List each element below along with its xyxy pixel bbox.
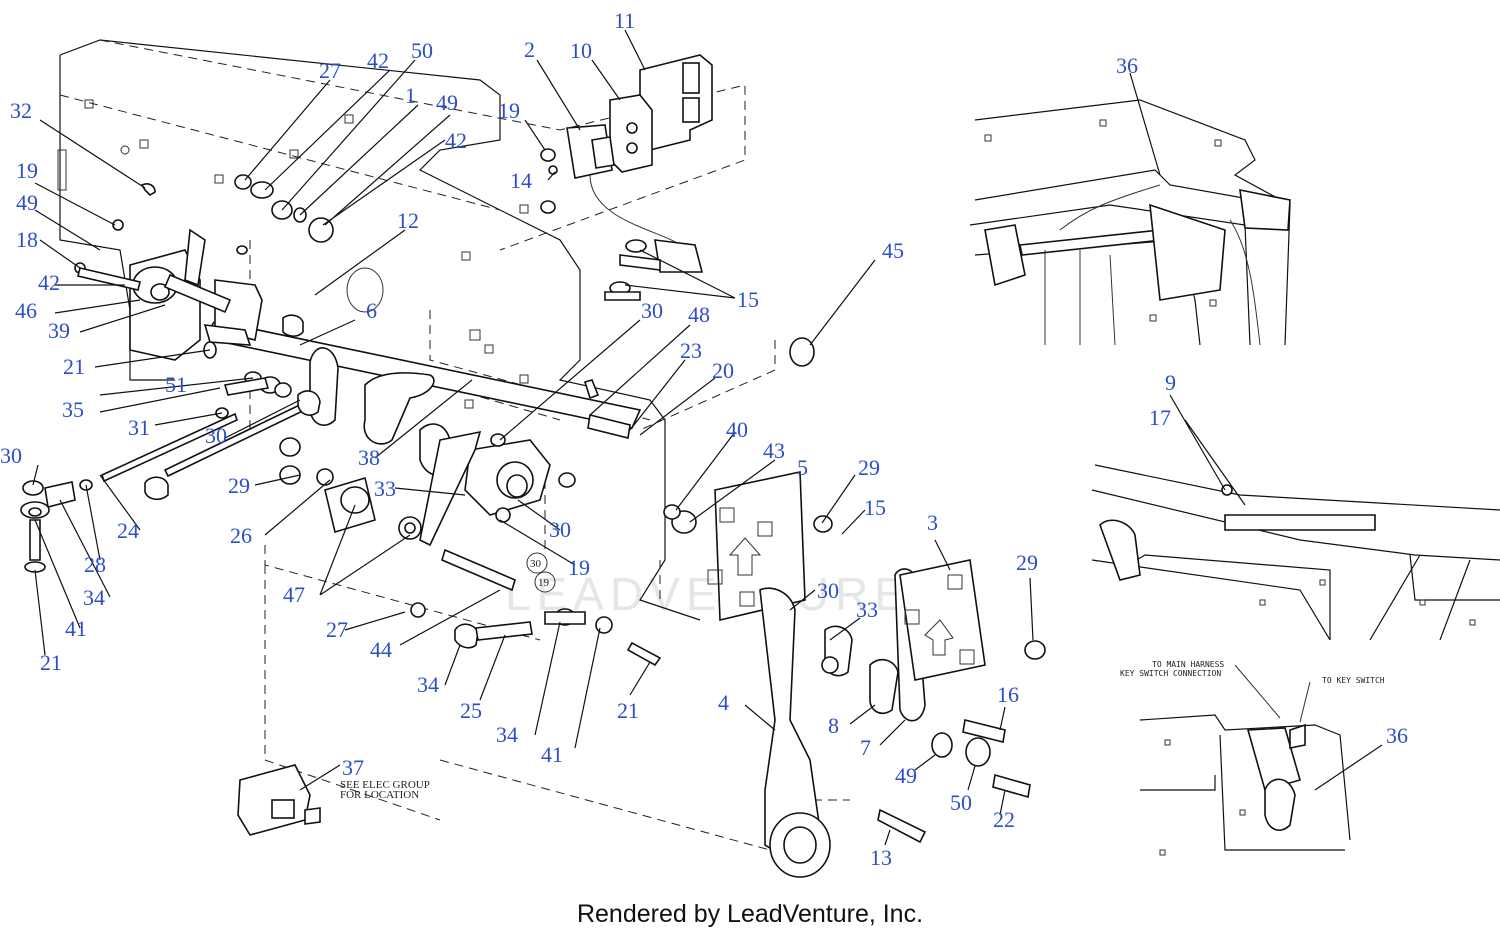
callout-48: 48 [688, 302, 710, 327]
callout-19: 19 [16, 158, 38, 183]
callout-43: 43 [763, 438, 785, 463]
callout-39: 39 [48, 318, 70, 343]
callout-26: 26 [230, 523, 252, 548]
callout-30c: 30 [641, 298, 663, 323]
callout-9: 9 [1165, 370, 1176, 395]
callout-32: 32 [10, 98, 32, 123]
badge-group: 30 19 [526, 552, 556, 593]
callout-1: 1 [405, 83, 416, 108]
callout-10: 10 [570, 38, 592, 63]
callout-19b: 19 [498, 98, 520, 123]
exploded-view-svg: LEADVENTURE [0, 8, 1500, 878]
leader-lines [32, 29, 1383, 846]
callout-38: 38 [358, 445, 380, 470]
callout-23: 23 [680, 338, 702, 363]
callout-19c: 19 [568, 555, 590, 580]
callout-21: 21 [63, 354, 85, 379]
callout-47: 47 [283, 582, 305, 607]
callout-24: 24 [117, 518, 139, 543]
callout-30d: 30 [549, 517, 571, 542]
callout-18: 18 [16, 227, 38, 252]
callout-27: 27 [319, 58, 341, 83]
callout-31: 31 [128, 415, 150, 440]
callout-42b: 42 [445, 128, 467, 153]
callout-29c: 29 [1016, 550, 1038, 575]
callout-13: 13 [870, 845, 892, 870]
callout-15b: 15 [864, 495, 886, 520]
callout-29b: 29 [858, 455, 880, 480]
callout-51: 51 [165, 372, 187, 397]
callout-12: 12 [397, 208, 419, 233]
callout-49c: 49 [895, 763, 917, 788]
note-main-harness-2: KEY SWITCH CONNECTION [1120, 669, 1221, 678]
callout-14: 14 [510, 168, 532, 193]
callout-49b: 49 [16, 190, 38, 215]
left-bracket-assembly [74, 174, 334, 361]
callout-8: 8 [828, 713, 839, 738]
callout-15: 15 [737, 287, 759, 312]
callout-34b: 34 [417, 672, 439, 697]
callout-46: 46 [15, 298, 37, 323]
callout-34: 34 [83, 585, 105, 610]
callout-33: 33 [374, 476, 396, 501]
callout-42c: 42 [38, 270, 60, 295]
pedal-assembly [663, 471, 1046, 878]
callout-2: 2 [524, 37, 535, 62]
callout-37: 37 [342, 755, 364, 780]
inset-top-right [969, 99, 1291, 346]
callout-29: 29 [228, 473, 250, 498]
callout-11: 11 [614, 8, 635, 33]
callout-7: 7 [860, 735, 871, 760]
callout-20: 20 [712, 358, 734, 383]
callout-28: 28 [84, 552, 106, 577]
callout-33b: 33 [856, 597, 878, 622]
switch-37: SEE ELEC GROUP FOR LOCATION [237, 764, 430, 836]
callout-21c: 21 [617, 698, 639, 723]
cross-shaft [210, 320, 642, 476]
callout-4: 4 [718, 690, 729, 715]
footer-credit: Rendered by LeadVenture, Inc. [576, 900, 924, 928]
callout-30e: 30 [817, 578, 839, 603]
callout-27b: 27 [326, 617, 348, 642]
callout-25: 25 [460, 698, 482, 723]
callouts: 27 42 50 1 49 42 32 19 49 18 42 46 39 21… [0, 8, 1408, 870]
note-main-harness-1: TO MAIN HARNESS [1152, 660, 1224, 669]
callout-36b: 36 [1386, 723, 1408, 748]
callout-49: 49 [436, 90, 458, 115]
callout-41b: 41 [541, 742, 563, 767]
callout-35: 35 [62, 397, 84, 422]
note-elec-group-2: FOR LOCATION [340, 789, 419, 801]
callout-45: 45 [882, 238, 904, 263]
note-key-switch: TO KEY SWITCH [1322, 676, 1385, 685]
callout-34c: 34 [496, 722, 518, 747]
inset-mid-right [1091, 464, 1500, 641]
badge-19: 19 [538, 577, 550, 589]
callout-36: 36 [1116, 53, 1138, 78]
callout-42: 42 [367, 48, 389, 73]
pivot-plate [410, 337, 815, 667]
callout-17: 17 [1149, 405, 1171, 430]
callout-40: 40 [726, 417, 748, 442]
callout-41: 41 [65, 616, 87, 641]
callout-50: 50 [411, 38, 433, 63]
callout-5: 5 [797, 455, 808, 480]
inset-bottom-right: TO MAIN HARNESS KEY SWITCH CONNECTION TO… [1120, 660, 1385, 856]
callout-3: 3 [927, 510, 938, 535]
callout-6: 6 [366, 298, 377, 323]
callout-16: 16 [997, 682, 1019, 707]
callout-22: 22 [993, 807, 1015, 832]
callout-21b: 21 [40, 650, 62, 675]
note-elec-group-1: SEE ELEC GROUP [340, 779, 430, 791]
left-linkages [20, 371, 422, 573]
callout-30b: 30 [0, 443, 22, 468]
badge-30: 30 [530, 558, 542, 570]
callout-30: 30 [205, 423, 227, 448]
callout-50b: 50 [950, 790, 972, 815]
switch-bracket [540, 54, 713, 301]
callout-44: 44 [370, 637, 392, 662]
